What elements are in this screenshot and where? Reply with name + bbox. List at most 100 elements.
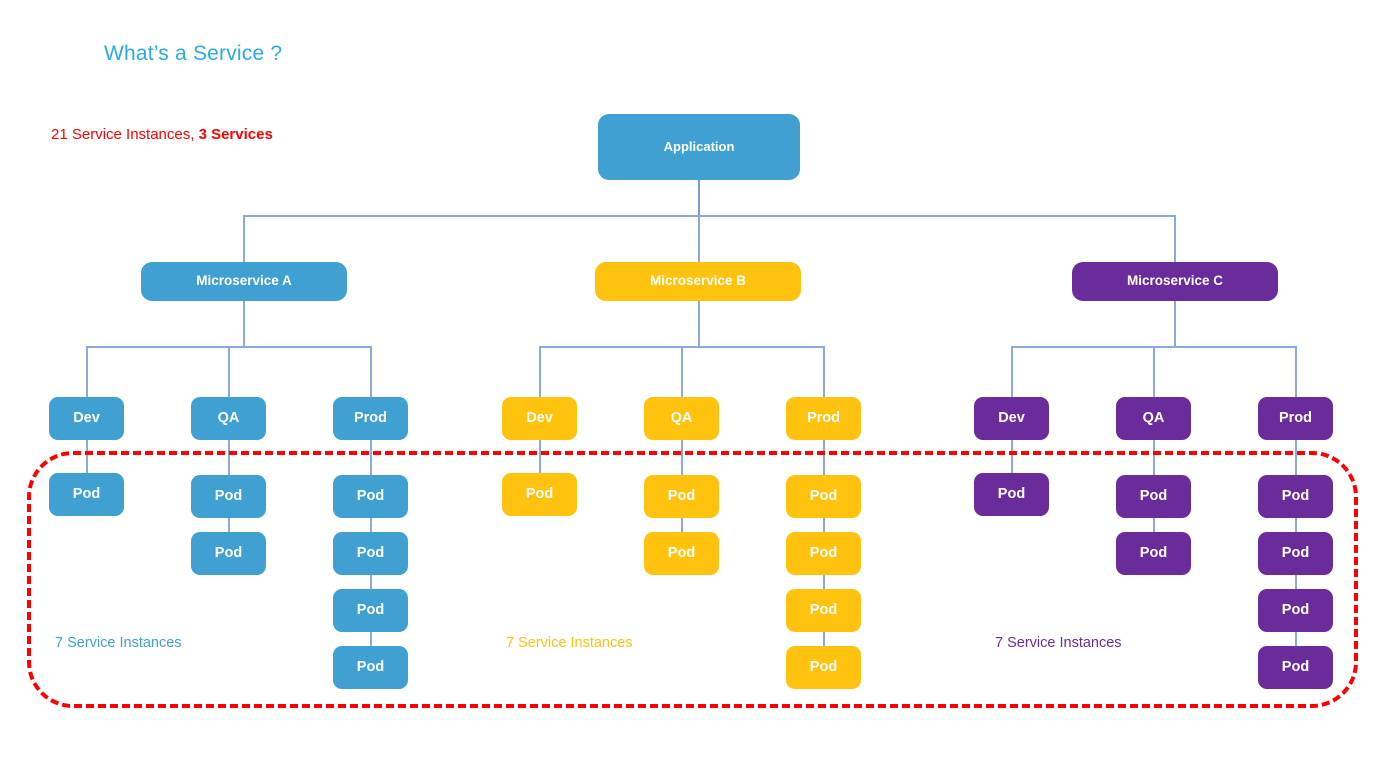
node-c-env-dev-label: Dev — [998, 409, 1025, 426]
connector-c-prod-pod-stem-2 — [1295, 517, 1297, 536]
node-a-qa-pod-1-label: Pod — [214, 487, 243, 504]
node-b-prod-pod-2[interactable]: Pod — [786, 532, 861, 575]
node-a-prod-pod-2-label: Pod — [356, 544, 385, 561]
node-c-prod-pod-2-label: Pod — [1281, 544, 1310, 561]
node-a-prod-pod-1-label: Pod — [356, 487, 385, 504]
connector-a-prod-pod-stem-1 — [370, 440, 372, 476]
node-c-env-dev[interactable]: Dev — [974, 397, 1049, 440]
node-b-qa-pod-2-label: Pod — [667, 544, 696, 561]
connector-b-prod-pod-stem-2 — [823, 517, 825, 536]
node-a-dev-pod-1-label: Pod — [72, 485, 101, 502]
totals-label: 21 Service Instances, 3 Services — [51, 126, 273, 143]
connector-drop-microservice-c — [1174, 215, 1176, 262]
node-b-prod-pod-1[interactable]: Pod — [786, 475, 861, 518]
connector-a-drop-dev — [86, 346, 88, 398]
node-b-prod-pod-4[interactable]: Pod — [786, 646, 861, 689]
node-microservice-c-label: Microservice C — [1126, 273, 1224, 289]
connector-c-drop-dev — [1011, 346, 1013, 398]
node-a-env-dev[interactable]: Dev — [49, 397, 124, 440]
connector-a-dev-pod-stem — [86, 440, 88, 474]
node-c-qa-pod-1[interactable]: Pod — [1116, 475, 1191, 518]
page-title: What’s a Service ? — [104, 42, 283, 65]
node-a-env-prod[interactable]: Prod — [333, 397, 408, 440]
caption-group-c: 7 Service Instances — [995, 635, 1122, 651]
node-a-prod-pod-3[interactable]: Pod — [333, 589, 408, 632]
node-application[interactable]: Application — [598, 114, 800, 180]
connector-b-drop-qa — [681, 346, 683, 398]
node-b-prod-pod-3[interactable]: Pod — [786, 589, 861, 632]
node-b-env-dev[interactable]: Dev — [502, 397, 577, 440]
node-b-env-dev-label: Dev — [526, 409, 553, 426]
node-a-env-qa[interactable]: QA — [191, 397, 266, 440]
node-c-qa-pod-1-label: Pod — [1139, 487, 1168, 504]
node-c-dev-pod-1-label: Pod — [997, 485, 1026, 502]
node-microservice-b-label: Microservice B — [649, 273, 747, 289]
node-b-env-prod-label: Prod — [806, 409, 841, 426]
node-c-prod-pod-3[interactable]: Pod — [1258, 589, 1333, 632]
connector-microservice-a-stem — [243, 301, 245, 347]
node-c-prod-pod-2[interactable]: Pod — [1258, 532, 1333, 575]
connector-a-drop-prod — [370, 346, 372, 398]
connector-microservice-c-stem — [1174, 301, 1176, 347]
node-c-prod-pod-1-label: Pod — [1281, 487, 1310, 504]
node-b-qa-pod-2[interactable]: Pod — [644, 532, 719, 575]
connector-c-prod-pod-stem-4 — [1295, 631, 1297, 650]
connector-c-qa-pod-stem-1 — [1153, 440, 1155, 476]
node-b-dev-pod-1-label: Pod — [525, 485, 554, 502]
connector-app-stem — [698, 180, 700, 216]
connector-c-prod-pod-stem-3 — [1295, 574, 1297, 593]
connector-c-qa-pod-stem-2 — [1153, 517, 1155, 536]
connector-app-bus — [243, 215, 1175, 217]
node-c-dev-pod-1[interactable]: Pod — [974, 473, 1049, 516]
connector-drop-microservice-a — [243, 215, 245, 262]
node-microservice-c[interactable]: Microservice C — [1072, 262, 1278, 301]
node-c-env-prod[interactable]: Prod — [1258, 397, 1333, 440]
node-c-qa-pod-2[interactable]: Pod — [1116, 532, 1191, 575]
caption-group-a: 7 Service Instances — [55, 635, 182, 651]
node-a-dev-pod-1[interactable]: Pod — [49, 473, 124, 516]
node-a-prod-pod-1[interactable]: Pod — [333, 475, 408, 518]
node-microservice-b[interactable]: Microservice B — [595, 262, 801, 301]
node-a-qa-pod-1[interactable]: Pod — [191, 475, 266, 518]
connector-b-prod-pod-stem-1 — [823, 440, 825, 476]
node-c-env-qa-label: QA — [1142, 409, 1165, 426]
totals-instances-text: 21 Service Instances, — [51, 126, 199, 143]
connector-b-qa-pod-stem-1 — [681, 440, 683, 476]
node-a-qa-pod-2[interactable]: Pod — [191, 532, 266, 575]
connector-a-qa-pod-stem-2 — [228, 517, 230, 536]
connector-c-drop-prod — [1295, 346, 1297, 398]
connector-b-qa-pod-stem-2 — [681, 517, 683, 536]
connector-b-drop-dev — [539, 346, 541, 398]
connector-c-dev-pod-stem — [1011, 440, 1013, 474]
node-c-prod-pod-3-label: Pod — [1281, 601, 1310, 618]
node-b-qa-pod-1[interactable]: Pod — [644, 475, 719, 518]
connector-b-dev-pod-stem — [539, 440, 541, 474]
node-b-dev-pod-1[interactable]: Pod — [502, 473, 577, 516]
connector-drop-microservice-b — [698, 215, 700, 262]
connector-b-prod-pod-stem-3 — [823, 574, 825, 593]
node-b-prod-pod-2-label: Pod — [809, 544, 838, 561]
node-b-env-qa-label: QA — [670, 409, 693, 426]
node-b-env-qa[interactable]: QA — [644, 397, 719, 440]
node-c-env-prod-label: Prod — [1278, 409, 1313, 426]
node-c-qa-pod-2-label: Pod — [1139, 544, 1168, 561]
node-a-prod-pod-3-label: Pod — [356, 601, 385, 618]
node-microservice-a[interactable]: Microservice A — [141, 262, 347, 301]
node-b-prod-pod-4-label: Pod — [809, 658, 838, 675]
node-microservice-a-label: Microservice A — [196, 273, 292, 289]
node-c-prod-pod-1[interactable]: Pod — [1258, 475, 1333, 518]
node-c-env-qa[interactable]: QA — [1116, 397, 1191, 440]
caption-group-b: 7 Service Instances — [506, 635, 633, 651]
node-a-prod-pod-4[interactable]: Pod — [333, 646, 408, 689]
connector-c-prod-pod-stem-1 — [1295, 440, 1297, 476]
node-c-prod-pod-4-label: Pod — [1281, 658, 1310, 675]
node-a-prod-pod-4-label: Pod — [356, 658, 385, 675]
node-b-env-prod[interactable]: Prod — [786, 397, 861, 440]
connector-a-prod-pod-stem-2 — [370, 517, 372, 536]
connector-a-drop-qa — [228, 346, 230, 398]
connector-b-drop-prod — [823, 346, 825, 398]
node-c-prod-pod-4[interactable]: Pod — [1258, 646, 1333, 689]
connector-c-drop-qa — [1153, 346, 1155, 398]
node-a-prod-pod-2[interactable]: Pod — [333, 532, 408, 575]
